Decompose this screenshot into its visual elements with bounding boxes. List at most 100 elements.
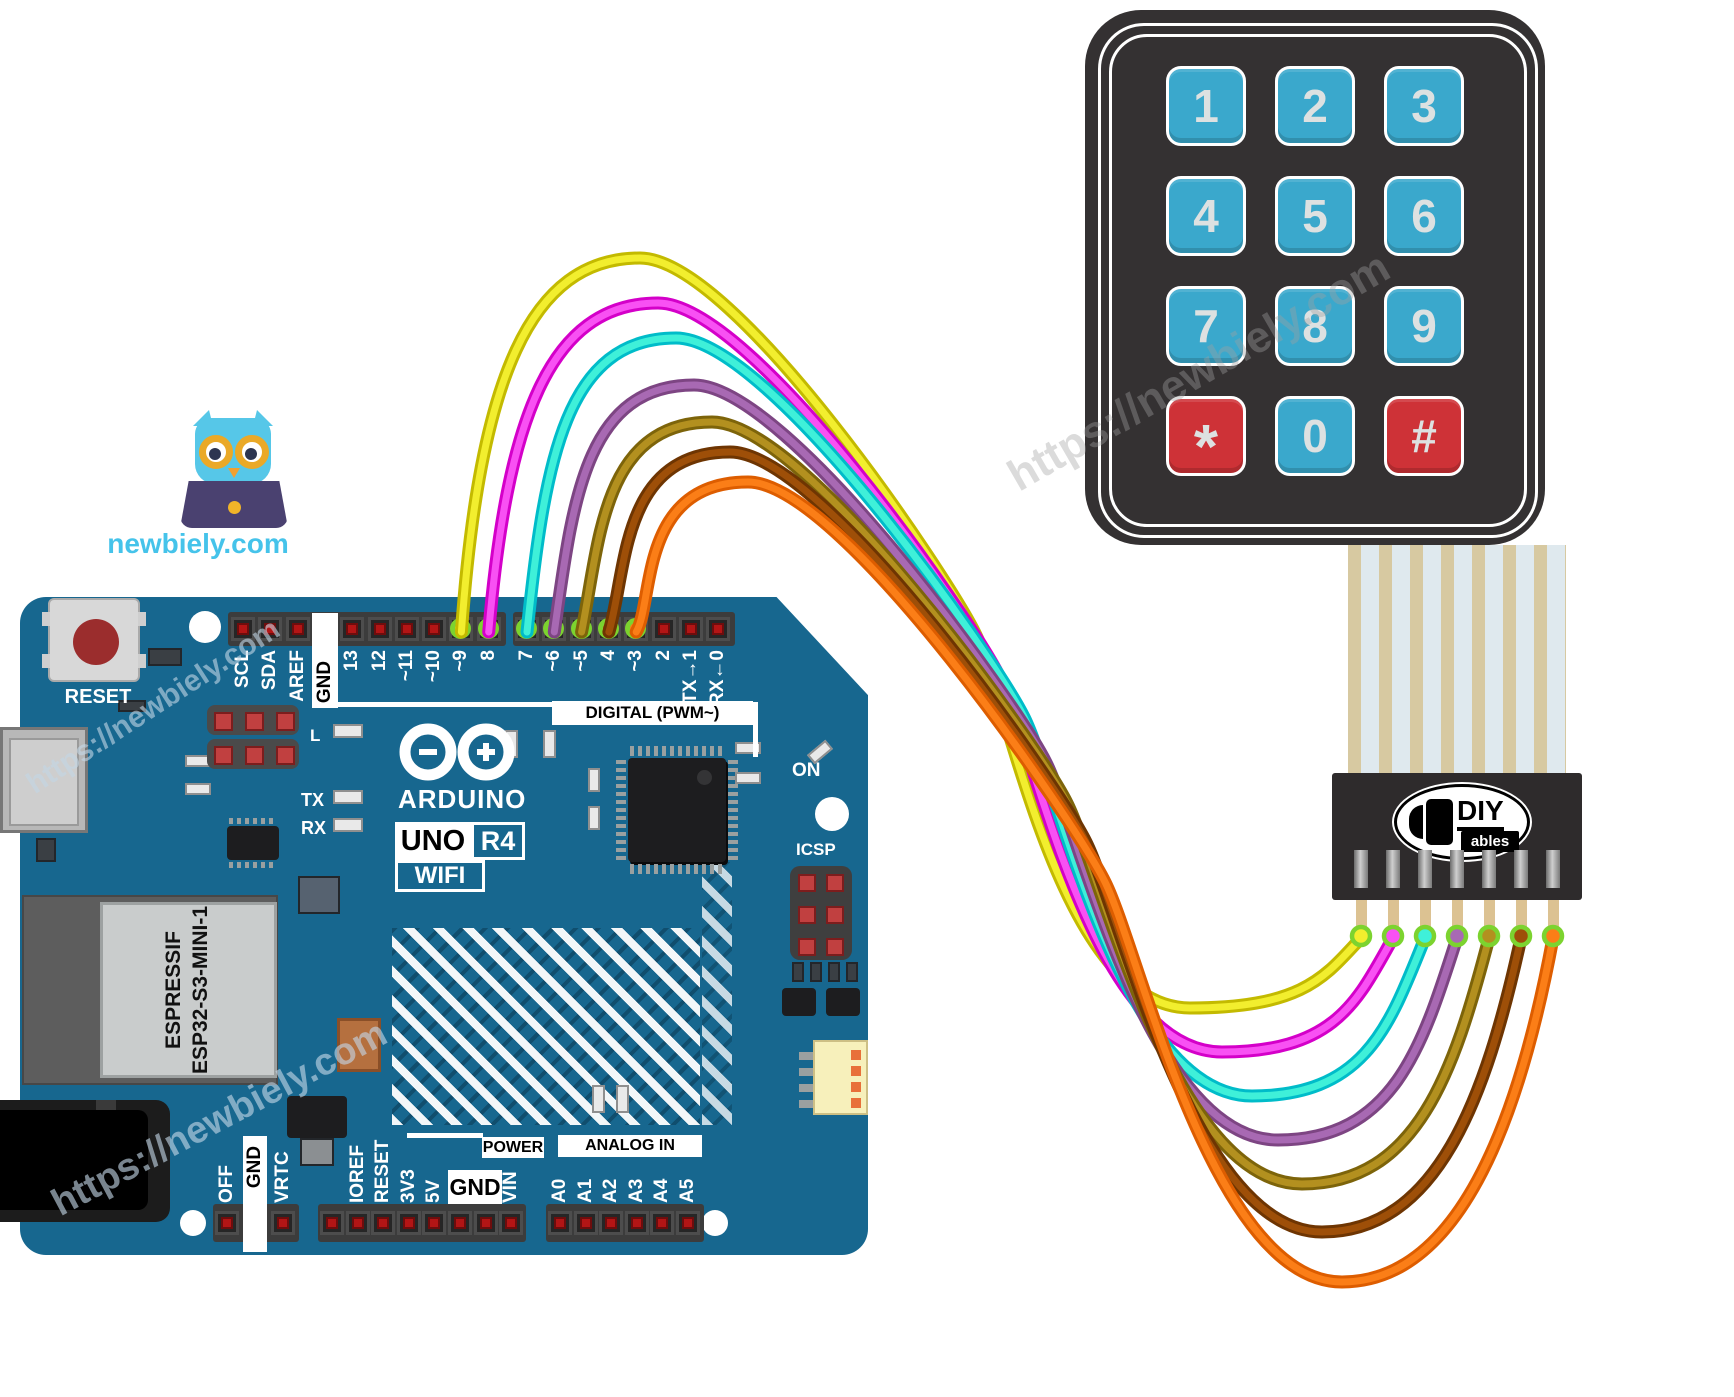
smd-transistor [826,988,860,1016]
i2c-header [207,705,299,769]
model-uno-label: UNO [400,824,466,857]
smd-component [333,724,363,738]
pin-socket-power-8 [499,1211,524,1235]
pin-socket-8 [476,617,501,641]
keypad-key-3[interactable]: 3 [1384,66,1464,146]
pin-socket-power-2 [345,1211,370,1235]
smd-component [592,1085,605,1113]
pin-socket-a0 [548,1211,572,1235]
owl-glasses-right [235,435,269,469]
diyables-brand: DIY [1457,795,1504,831]
smd-component [298,876,340,914]
pin-socket-power-5 [422,1211,447,1235]
smd-component [333,790,363,804]
gnd-label-box [311,613,338,708]
icsp-label: ICSP [796,840,836,859]
pin-socket-13 [340,617,365,641]
pin-label-13: 13 [341,650,363,672]
connector-pin-tail-7 [1547,898,1559,934]
diyables-icon [1409,805,1423,839]
microcontroller-chip [616,746,738,874]
keypad-key-6[interactable]: 6 [1384,176,1464,256]
pin-socket-a3 [624,1211,649,1235]
pin-label-7: 7 [516,650,537,661]
pin-label-TX→1: TX→1 [679,650,701,704]
power-jack [0,1100,170,1222]
pin-socket-9 [449,617,474,641]
ribbon-cable [1348,545,1566,775]
pin-connection-cyan [516,618,537,639]
pin-socket-RX←0 [706,617,731,641]
site-logo-text: newbiely.com [107,528,289,559]
smd-component [543,730,556,758]
smd-transistor [782,988,816,1016]
pin-socket-SCL [231,617,255,641]
pin-label-2: 2 [652,650,674,661]
keypad-key-9[interactable]: 9 [1384,286,1464,366]
connector-pin-3 [1418,850,1432,888]
pin-connection-orange [625,618,647,639]
model-wifi-label: WIFI [414,862,466,889]
smd-component [735,772,761,784]
on-label: ON [792,760,821,781]
pin-socket-vrtc [271,1211,295,1235]
rx-label: RX [301,818,327,838]
arduino-logo-icon [399,723,515,781]
digital-strip-line [332,702,554,707]
pin-socket-4 [596,617,621,641]
pin-connection-purple [543,618,565,639]
pin-label-4: 4 [597,650,619,661]
owl-laptop [180,481,288,528]
pin-label-9: ~9 [450,650,472,672]
pin-socket-power-4 [396,1211,421,1235]
smd-component [185,783,211,795]
pin-label-a0: A0 [549,1178,570,1203]
pin-socket-3 [624,617,649,641]
usb-tab [36,838,56,862]
wifi-module-line1: ESPRESSIF [162,931,185,1049]
pin-socket-a1 [573,1211,598,1235]
keypad-key-4[interactable]: 4 [1166,176,1246,256]
pin-label-reset: RESET [372,1139,394,1203]
smd-component [810,962,822,982]
pin-label-6: ~6 [543,650,565,672]
pin-socket-10 [422,617,447,641]
pin-socket-a2 [599,1211,624,1235]
smd-component [792,962,804,982]
keypad-key-2[interactable]: 2 [1275,66,1355,146]
pin-connection-brown [597,618,619,639]
pin-label-gnd: GND [313,660,335,704]
keypad-key-5[interactable]: 5 [1275,176,1355,256]
keypad-key-1[interactable]: 1 [1166,66,1246,146]
hatch-pattern [702,862,732,1125]
pin-label-a5: A5 [677,1178,698,1203]
digital-strip-line [753,702,758,757]
pin-socket-power-3 [371,1211,396,1235]
pin-label-10: ~10 [423,650,445,683]
mounting-hole [180,1210,206,1236]
connector-pin-tail-5 [1483,898,1495,934]
smd-component [616,1085,629,1113]
gnd-label-box: GND [448,1170,502,1204]
smd-component [588,806,600,830]
pin-label-vrtc: VRTC [272,1151,293,1203]
connector-pin-6 [1514,850,1528,888]
diyables-logo: DIY ables [1394,784,1530,860]
pin-socket-a4 [650,1211,675,1235]
model-r4-box: R4 [471,822,525,860]
pin-socket-7 [515,617,539,641]
pin-socket-11 [394,617,419,641]
pin-label-3v3: 3V3 [397,1169,419,1203]
mounting-hole [702,1210,728,1236]
pin-label-SDA: SDA [259,650,281,691]
reset-label: RESET [64,686,132,708]
keypad-key-0[interactable]: 0 [1275,396,1355,476]
pin-socket-off [215,1211,239,1235]
reset-button[interactable] [42,598,146,682]
pin-socket-power-1 [320,1211,344,1235]
owl-beak [228,468,240,478]
keypad-key-hash[interactable]: # [1384,396,1464,476]
connector-pin-7 [1546,850,1560,888]
tx-label: TX [301,790,325,810]
